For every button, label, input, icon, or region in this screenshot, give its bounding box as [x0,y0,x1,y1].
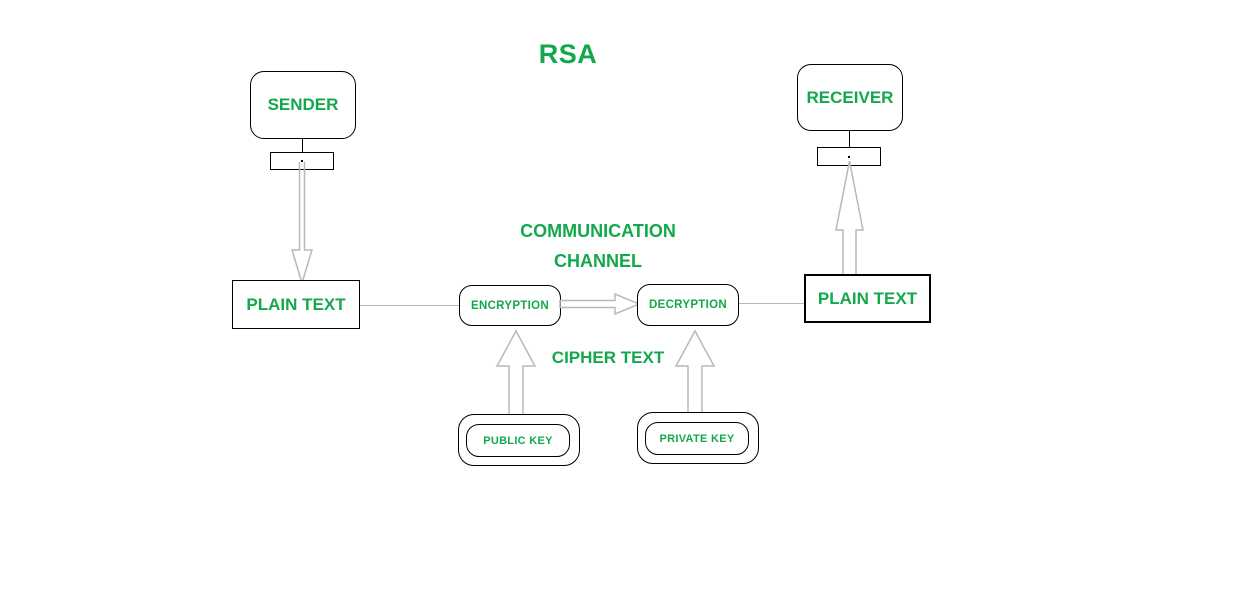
node-public-key-label: PUBLIC KEY [483,434,553,447]
node-decryption-label: DECRYPTION [649,299,727,311]
communication-channel-line-2: CHANNEL [554,251,642,271]
node-sender[interactable]: SENDER [250,71,356,139]
node-decryption[interactable]: DECRYPTION [637,284,739,326]
node-plain-text-right[interactable]: PLAIN TEXT [804,274,931,323]
communication-channel-label: COMMUNICATION CHANNEL [498,216,698,276]
node-encryption-label: ENCRYPTION [471,299,549,312]
communication-channel-line-1: COMMUNICATION [520,221,676,241]
receiver-pedestal-stem [849,131,850,148]
connector-plaintext-to-encryption [360,305,460,307]
sender-pedestal-stem [302,139,303,153]
node-sender-label: SENDER [267,95,339,114]
node-private-key[interactable]: PRIVATE KEY [645,422,749,455]
arrow-private-key-to-decryption [674,329,716,416]
page-title: RSA [498,33,638,75]
node-plain-text-left[interactable]: PLAIN TEXT [232,280,360,329]
node-plain-text-right-label: PLAIN TEXT [817,288,918,308]
arrow-public-key-to-encryption [495,329,537,418]
arrow-plaintext-to-receiver [835,160,864,276]
node-public-key[interactable]: PUBLIC KEY [466,424,570,457]
node-plain-text-left-label: PLAIN TEXT [246,294,346,314]
connector-decryption-to-plaintext [739,303,805,305]
node-private-key-label: PRIVATE KEY [659,432,735,445]
cipher-text-label: CIPHER TEXT [551,348,665,367]
node-encryption[interactable]: ENCRYPTION [459,285,561,326]
receiver-pedestal-dot [848,156,850,158]
sender-pedestal-dot [301,160,303,162]
arrow-encryption-to-decryption [559,292,641,316]
node-receiver[interactable]: RECEIVER [797,64,903,131]
arrow-sender-to-plaintext [290,162,314,286]
node-receiver-label: RECEIVER [806,87,894,107]
